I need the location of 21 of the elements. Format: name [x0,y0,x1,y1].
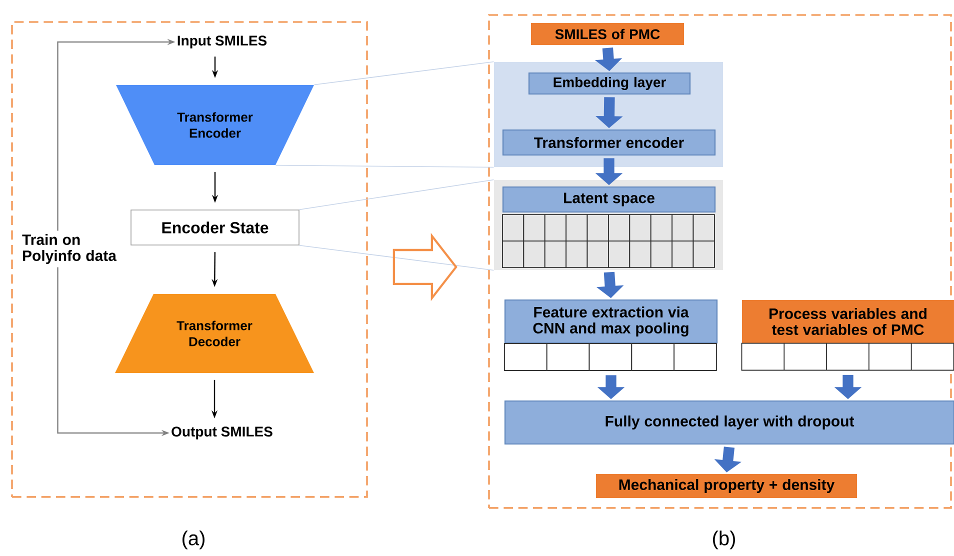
layer-box: Latent space [502,186,716,213]
output-box: Mechanical property + density [596,474,857,498]
input-label: Input SMILES [178,36,267,48]
input-box: SMILES of PMC [531,23,684,45]
output-label: Output SMILES [172,426,272,440]
state-box: Encoder State [130,210,300,246]
layer-box: Transformer encoder [502,129,716,156]
panel-caption: (b) [713,530,735,550]
leader-line [299,245,494,271]
encoder-trapezoid: Transformer Encoder [116,85,314,165]
hollow-arrow [392,232,458,302]
panel-caption: (a) [182,530,204,550]
layer-box: Fully connected layer with dropout [504,400,954,445]
leader-line [275,164,494,168]
leader-line [299,179,494,210]
layer-box: Feature extraction via CNN and max pooling [504,299,718,344]
leader-line [314,61,494,86]
training-label: Train on Polyinfo data [22,234,117,264]
decoder-trapezoid: Transformer Decoder [115,294,314,373]
layer-box: Embedding layer [528,72,691,95]
input-box: Process variables and test variables of PMC [742,300,954,343]
